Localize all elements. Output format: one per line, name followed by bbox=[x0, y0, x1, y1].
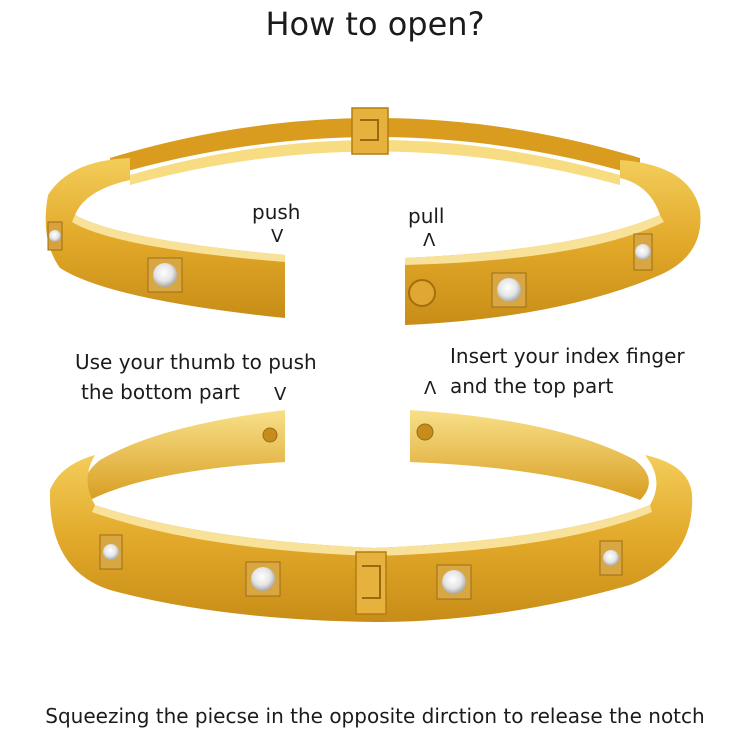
top-bracelet-left-arm bbox=[45, 158, 285, 318]
bottom-gem-3 bbox=[442, 570, 466, 594]
page-title: How to open? bbox=[265, 5, 485, 43]
bottom-bracelet-inner-left bbox=[84, 410, 285, 500]
top-bracelet-hinge bbox=[351, 107, 389, 155]
bottom-bracelet-inner-right bbox=[410, 410, 649, 500]
top-bracelet-left-edge bbox=[72, 215, 285, 262]
bottom-bracelet-hinge bbox=[355, 551, 387, 615]
bottom-bracelet-band bbox=[49, 455, 693, 622]
bottom-gem-4 bbox=[603, 550, 619, 566]
index-up-caret: Λ bbox=[424, 378, 437, 399]
top-gem-2 bbox=[153, 263, 177, 287]
thumb-instruction-line1: Use your thumb to push bbox=[75, 350, 317, 374]
release-caption: Squeezing the piecse in the opposite dir… bbox=[45, 704, 705, 728]
pull-up-caret: Λ bbox=[423, 230, 436, 251]
pull-label: pull bbox=[408, 204, 445, 228]
bottom-gem-2 bbox=[251, 567, 275, 591]
bottom-bracelet-clasp-pin bbox=[416, 423, 434, 441]
top-bracelet-inner-sheen bbox=[130, 140, 620, 185]
top-bracelet-clasp-pin bbox=[408, 279, 436, 307]
push-down-caret: V bbox=[271, 226, 284, 247]
top-bracelet-back-rim bbox=[110, 118, 640, 176]
bottom-gem-1 bbox=[103, 544, 119, 560]
index-instruction-line1: Insert your index finger bbox=[450, 344, 685, 368]
push-label: push bbox=[252, 200, 301, 224]
index-instruction-line2: and the top part bbox=[450, 374, 614, 398]
top-gem-3 bbox=[497, 278, 521, 302]
bottom-bracelet-edge bbox=[92, 505, 652, 556]
thumb-instruction-line2: the bottom part bbox=[81, 380, 240, 404]
thumb-down-caret: V bbox=[274, 384, 287, 405]
top-gem-1 bbox=[49, 230, 61, 242]
bottom-bracelet bbox=[49, 410, 693, 622]
top-bracelet bbox=[45, 107, 701, 325]
top-gem-4 bbox=[635, 244, 651, 260]
top-bracelet-right-arm bbox=[405, 160, 701, 325]
top-bracelet-right-edge bbox=[405, 215, 664, 265]
